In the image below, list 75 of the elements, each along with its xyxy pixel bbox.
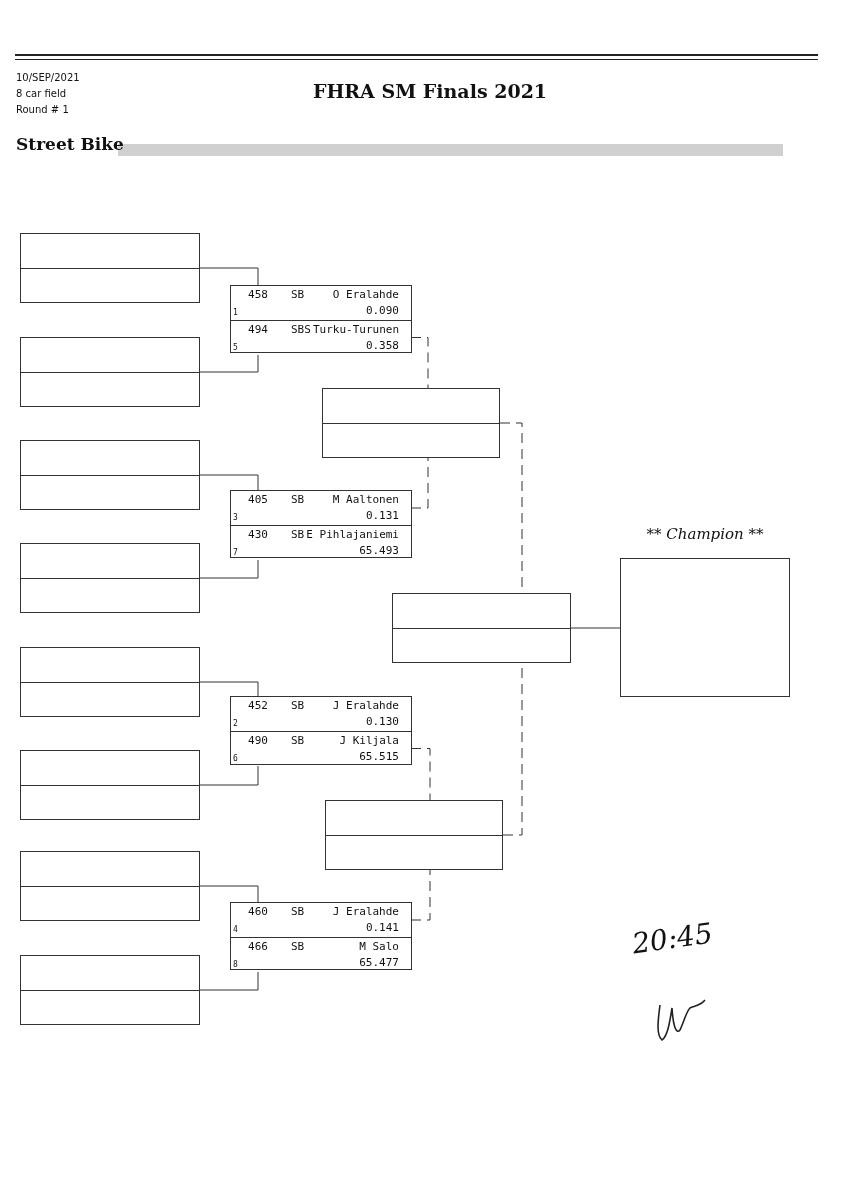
reaction-time: 0.130 [365,715,399,728]
class-code: SB [291,288,305,301]
class-code: SB [291,940,305,953]
racer-name: O Eralahde [332,288,399,301]
entry-box [20,440,200,510]
pairing-box [230,285,412,353]
car-number: 430 [247,528,269,541]
entry-box [20,233,200,303]
class-code: SB [291,493,305,506]
class-code: SBS [291,323,311,336]
reaction-time: 0.358 [365,339,399,352]
connector-line [410,869,431,921]
seed-number: 2 [233,718,238,730]
connector-line [199,267,259,287]
round-text: Round # 1 [16,104,69,115]
racer-name: M Salo [359,940,399,953]
car-number: 458 [247,288,269,301]
connector-line [410,337,429,389]
seed-number: 4 [233,924,238,936]
bracket-heading: ** Champion ** [645,525,765,543]
connector-line [199,681,259,698]
car-number: 490 [247,734,269,747]
class-code: SB [291,905,305,918]
entry-box [20,955,200,1025]
car-number: 466 [247,940,269,953]
handwritten-time: 20:45 [630,916,715,961]
entry-box [325,800,503,870]
seed-number: 5 [233,342,238,354]
connector-line [570,627,621,629]
car-number: 460 [247,905,269,918]
connector-line [410,748,431,801]
reaction-time: 65.477 [359,956,399,969]
class-heading: Street Bike [16,134,124,154]
racer-name: M Aaltonen [332,493,399,506]
racer-name: J Eralahde [332,699,399,712]
car-number: 405 [247,493,269,506]
connector-line [199,559,259,579]
car-number: 452 [247,699,269,712]
racer-name: E Pihlajaniemi [306,528,399,541]
seed-number: 3 [233,512,238,524]
connector-line [199,971,259,991]
class-code: SB [291,734,305,747]
entry-box [20,750,200,820]
class-code: SB [291,528,305,541]
pairing-box [230,902,412,970]
connector-line [199,885,259,904]
connector-line [199,474,259,492]
entry-box [322,388,500,458]
entry-box [20,543,200,613]
date-text: 10/SEP/2021 [16,72,80,83]
racer-name: Turku-Turunen [312,323,399,336]
class-code: SB [291,699,305,712]
seed-number: 1 [233,307,238,319]
racer-name: J Eralahde [332,905,399,918]
racer-name: J Kiljala [339,734,399,747]
entry-box [20,647,200,717]
connector-line [199,765,259,786]
pairing-box [230,490,412,558]
reaction-time: 65.515 [359,750,399,763]
entry-box [20,851,200,921]
reaction-time: 0.131 [365,509,399,522]
seed-number: 7 [233,547,238,559]
reaction-time: 0.090 [365,304,399,317]
car-number: 494 [247,323,269,336]
connector-line [199,354,259,373]
seed-number: 6 [233,753,238,765]
reaction-time: 0.141 [365,921,399,934]
reaction-time: 65.493 [359,544,399,557]
entry-box [392,593,571,663]
seed-number: 8 [233,959,238,971]
connector-line [410,457,429,509]
page-title: FHRA SM Finals 2021 [311,80,549,102]
field-size-text: 8 car field [16,88,67,99]
entry-box [20,337,200,407]
pairing-box [230,696,412,765]
